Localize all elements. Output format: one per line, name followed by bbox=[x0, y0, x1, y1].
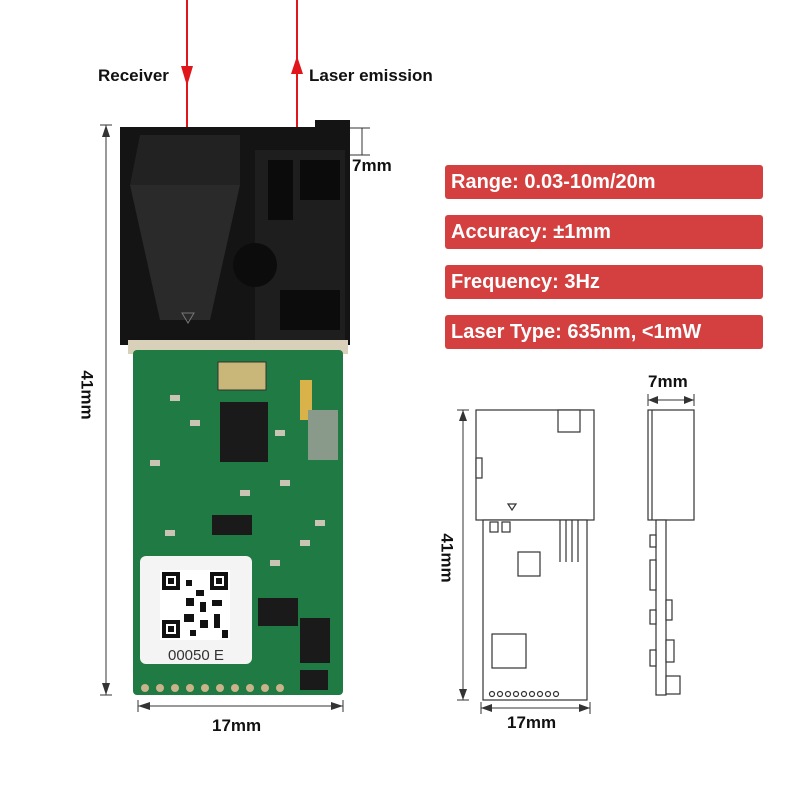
drawing-width-label: 17mm bbox=[507, 713, 557, 732]
side-depth-label: 7mm bbox=[648, 372, 688, 391]
spec-range-badge: Range: 0.03-10m/20m bbox=[445, 165, 763, 199]
receiver-arrow-icon bbox=[181, 66, 193, 86]
spec-frequency-badge: Frequency: 3Hz bbox=[445, 265, 763, 299]
main-width-label: 17mm bbox=[212, 716, 262, 735]
spec-laser-type-badge: Laser Type: 635nm, <1mW bbox=[445, 315, 763, 349]
top-height-label: 7mm bbox=[352, 156, 392, 175]
sensor-housing bbox=[120, 120, 350, 345]
drawing-dimension-lines bbox=[457, 394, 695, 714]
main-length-label: 41mm bbox=[77, 370, 97, 420]
main-dimension-lines bbox=[100, 124, 370, 712]
drawing-length-label: 41mm bbox=[437, 533, 457, 583]
spec-accuracy-badge: Accuracy: ±1mm bbox=[445, 215, 763, 249]
qr-label bbox=[140, 556, 252, 664]
pcb-code-text: 00050 E bbox=[168, 647, 224, 664]
laser-emission-label: Laser emission bbox=[309, 66, 433, 85]
front-view-drawing bbox=[475, 409, 595, 701]
side-view-drawing bbox=[647, 409, 695, 696]
emission-arrow-icon bbox=[291, 56, 303, 74]
receiver-label: Receiver bbox=[98, 66, 169, 85]
